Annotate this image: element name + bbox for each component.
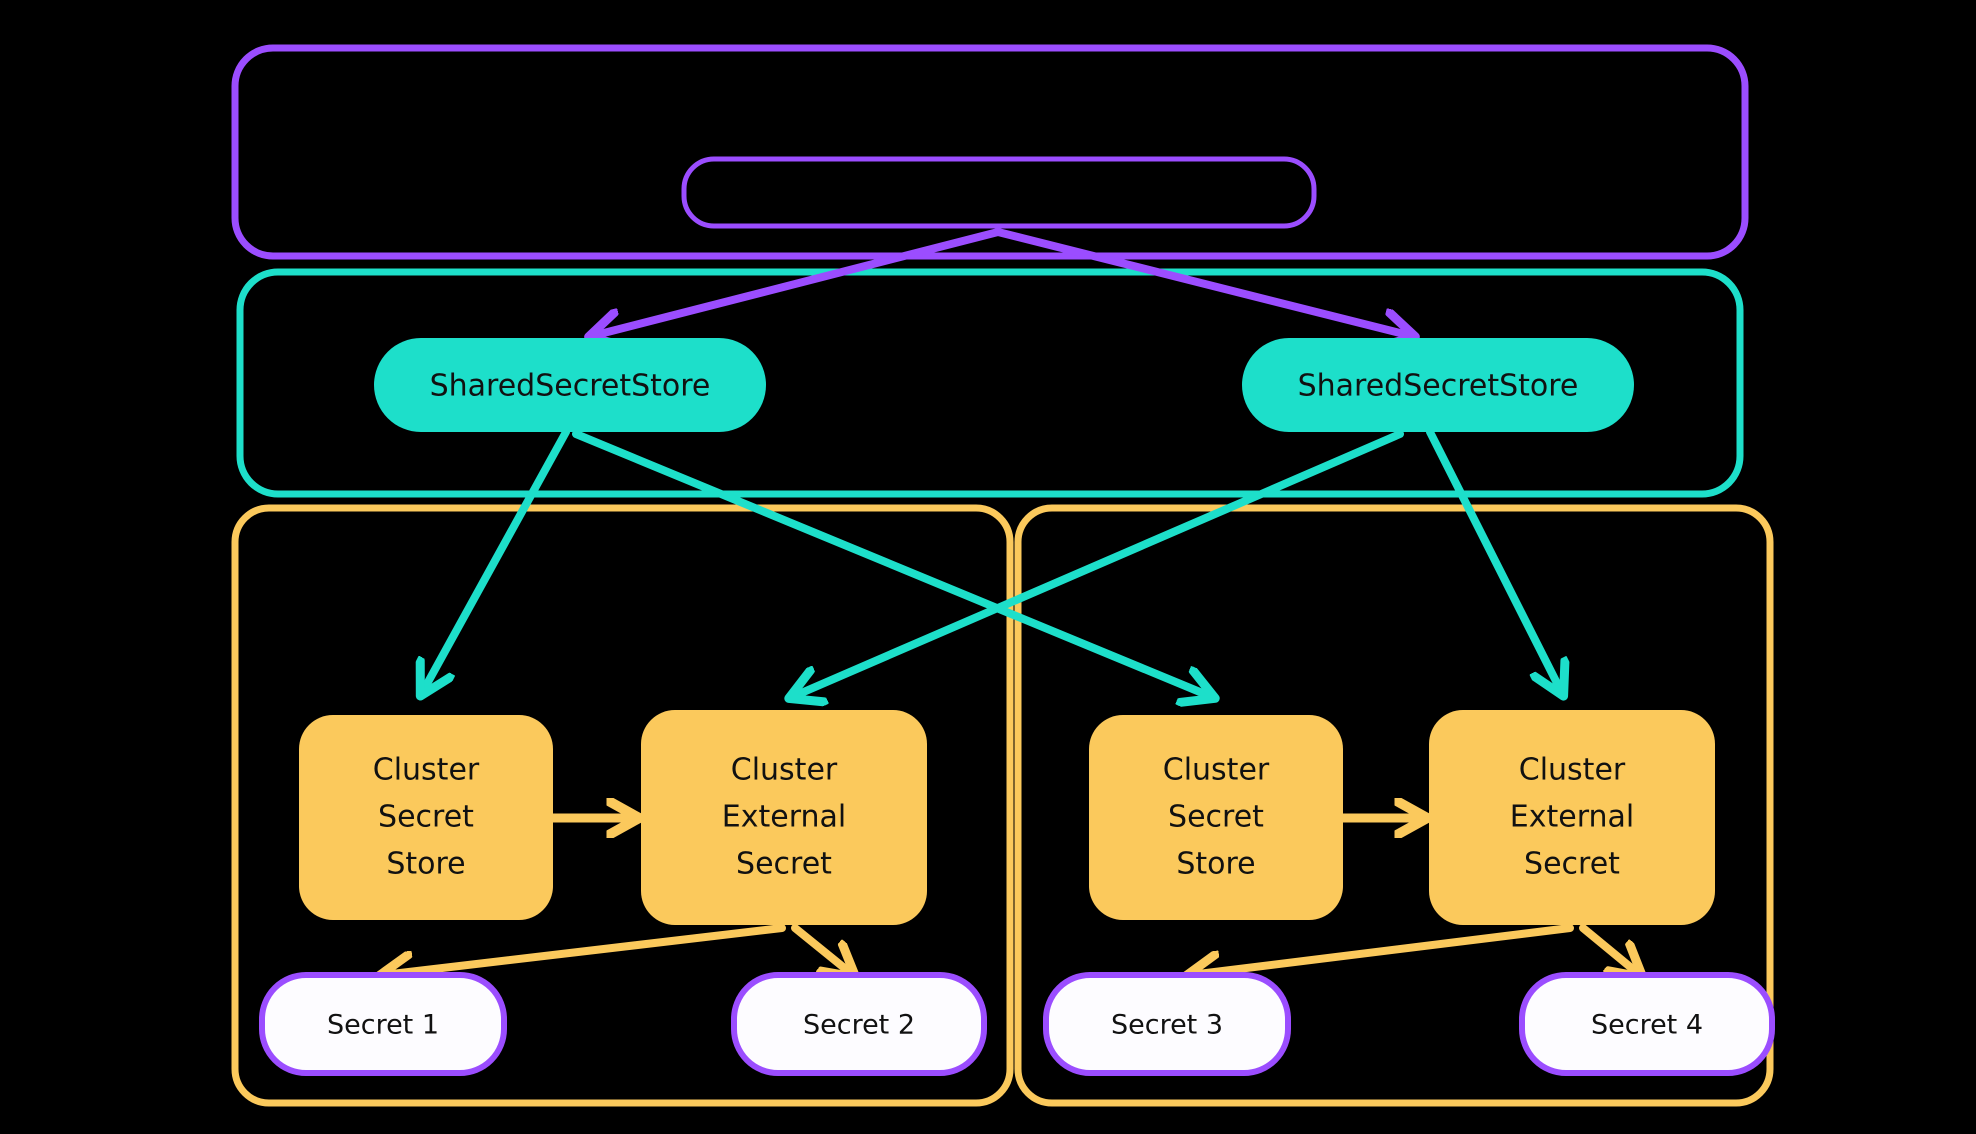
cluster-external-secret-left-line-2: External — [722, 800, 846, 835]
edge-ces-left-to-secret-1 — [383, 924, 786, 975]
secret-4[interactable]: Secret 4 — [1519, 972, 1775, 1076]
cluster-secret-store-left-line-2: Secret — [378, 800, 474, 835]
edge-global-to-shared-left — [592, 228, 1002, 336]
cluster-secret-store-right-line-1: Cluster — [1163, 753, 1270, 788]
cluster-left-container — [231, 504, 1014, 1107]
cluster-secret-store-right-line-2: Secret — [1168, 800, 1264, 835]
shared-secret-store-left[interactable]: SharedSecretStore — [374, 338, 766, 432]
cluster-external-secret-right-line-2: External — [1510, 800, 1634, 835]
cluster-secret-store-left[interactable]: Cluster Secret Store — [299, 715, 553, 920]
cluster-external-secret-left-line-3: Secret — [736, 847, 832, 882]
secret-4-label: Secret 4 — [1591, 1010, 1703, 1041]
cluster-secret-store-left-line-1: Cluster — [373, 753, 480, 788]
cluster-right-container — [1014, 504, 1774, 1107]
shared-teal-container — [236, 268, 1744, 498]
edge-ces-right-to-secret-3 — [1190, 924, 1574, 975]
secret-1-label: Secret 1 — [327, 1010, 439, 1041]
global-purple-container — [231, 44, 1749, 260]
secret-1[interactable]: Secret 1 — [259, 972, 507, 1076]
secret-2-label: Secret 2 — [803, 1010, 915, 1041]
secret-3-label: Secret 3 — [1111, 1010, 1223, 1041]
secret-2[interactable]: Secret 2 — [731, 972, 987, 1076]
cluster-secret-store-right-line-3: Store — [1176, 847, 1255, 882]
cluster-external-secret-right-line-3: Secret — [1524, 847, 1620, 882]
edge-shared-left-to-ces-right — [572, 430, 1212, 697]
shared-secret-store-left-label: SharedSecretStore — [430, 369, 711, 404]
cluster-external-secret-right[interactable]: Cluster External Secret — [1429, 710, 1715, 925]
edge-shared-left-to-css-left — [422, 428, 570, 693]
edge-shared-right-to-css-right — [1426, 428, 1562, 693]
cluster-external-secret-left[interactable]: Cluster External Secret — [641, 710, 927, 925]
global-inner-box[interactable] — [681, 156, 1317, 229]
edge-ces-right-to-secret-4 — [1579, 924, 1640, 975]
edge-shared-right-to-ces-left — [792, 430, 1404, 697]
secret-3[interactable]: Secret 3 — [1043, 972, 1291, 1076]
shared-secret-store-right[interactable]: SharedSecretStore — [1242, 338, 1634, 432]
edge-global-to-shared-right — [994, 228, 1412, 336]
cluster-secret-store-right[interactable]: Cluster Secret Store — [1089, 715, 1343, 920]
cluster-secret-store-left-line-3: Store — [386, 847, 465, 882]
cluster-external-secret-right-line-1: Cluster — [1519, 753, 1626, 788]
edge-ces-left-to-secret-2 — [791, 924, 853, 975]
shared-secret-store-right-label: SharedSecretStore — [1298, 369, 1579, 404]
cluster-external-secret-left-line-1: Cluster — [731, 753, 838, 788]
